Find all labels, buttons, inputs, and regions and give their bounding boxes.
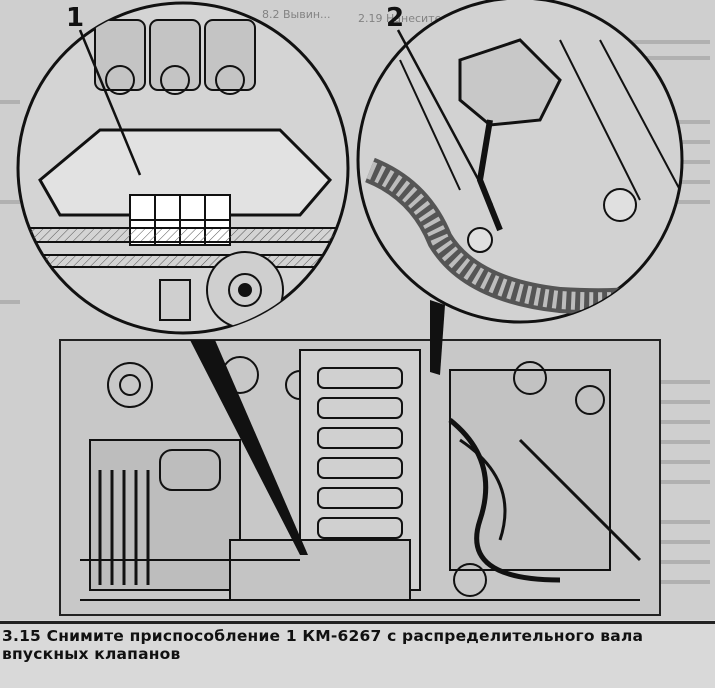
caption-divider [0,621,715,624]
callout-2-pointer [430,300,445,375]
engine-bay [59,339,661,616]
callout-1-pointer [190,340,308,555]
bg-text-2: 8.2 Вывин... [262,8,331,21]
intake-manifold [229,349,421,601]
figure-caption: 3.15 Снимите приспособление 1 КМ-6267 с … [2,627,644,663]
engine-illustration: 2.19 Нанесите герметик на ... 8.2 Вывин.… [0,0,710,616]
callout-2-leader [396,29,494,206]
callout-1-label: 1 [66,3,84,33]
callout-1-leader [78,29,142,176]
magnified-detail-left [16,1,350,335]
callout-2-label: 2 [386,3,404,33]
